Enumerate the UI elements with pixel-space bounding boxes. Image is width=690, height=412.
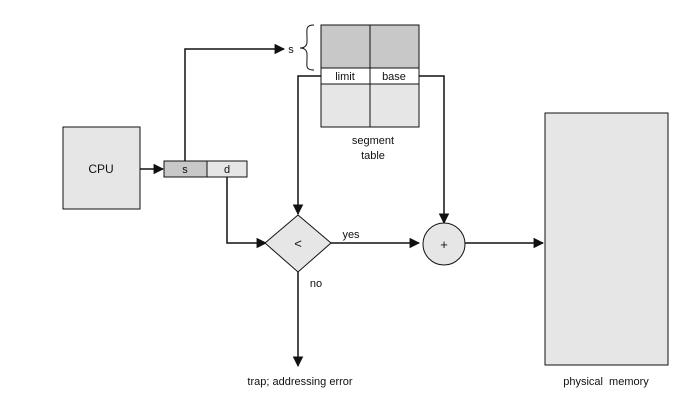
logical-address-s-label: s bbox=[182, 164, 188, 176]
comparator-symbol: < bbox=[294, 236, 302, 251]
segment-table-caption-line2: table bbox=[361, 150, 385, 162]
no-label: no bbox=[310, 278, 322, 290]
cpu-label: CPU bbox=[88, 162, 113, 176]
physical-memory-box bbox=[544, 112, 669, 366]
segment-table-rows-base bbox=[369, 83, 420, 128]
cpu-box bbox=[62, 126, 141, 210]
segment-table-rows-limit bbox=[320, 83, 371, 128]
trap-label: trap; addressing error bbox=[247, 376, 352, 388]
base-to-adder-arrow bbox=[419, 75, 450, 225]
segment-table-selected-limit bbox=[320, 24, 371, 69]
segment-selector-label: s bbox=[288, 44, 294, 56]
segment-table-base-label: base bbox=[382, 71, 406, 83]
segment-table-caption-line1: segment bbox=[352, 135, 394, 147]
adder-symbol: + bbox=[440, 237, 448, 252]
segment-table-selected-base bbox=[369, 24, 420, 69]
d-to-comparator-arrow bbox=[226, 177, 268, 249]
adder-circle bbox=[422, 222, 466, 266]
logical-address-d-label: d bbox=[224, 164, 230, 176]
s-to-table-arrow bbox=[184, 43, 286, 161]
physical-memory-label: physical memory bbox=[563, 376, 649, 388]
segment-brace bbox=[299, 24, 315, 71]
segment-table-limit-label: limit bbox=[335, 71, 355, 83]
yes-label: yes bbox=[342, 229, 360, 241]
limit-to-comparator-arrow bbox=[292, 75, 321, 216]
